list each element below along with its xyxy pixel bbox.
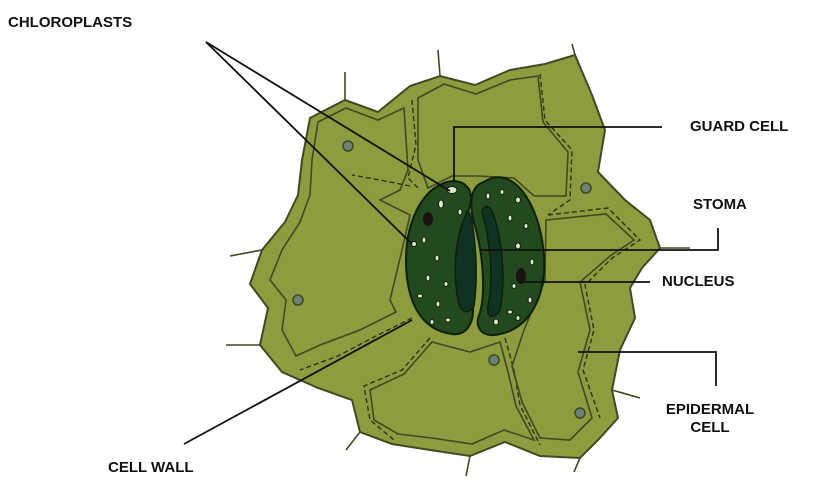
chloroplast	[530, 259, 534, 265]
chloroplast	[418, 294, 423, 298]
label-chloroplasts: CHLOROPLASTS	[8, 14, 132, 32]
chloroplast	[446, 318, 451, 322]
chloroplast	[412, 242, 417, 247]
chloroplast	[528, 297, 532, 303]
chloroplast	[430, 320, 434, 325]
chloroplast	[512, 284, 516, 289]
epidermal-nucleus	[293, 295, 303, 305]
label-epidermal-line2: CELL	[650, 419, 770, 437]
label-epidermal-cell: EPIDERMAL CELL	[650, 401, 770, 437]
guard-cell-nucleus	[423, 212, 433, 226]
label-cell-wall: CELL WALL	[108, 459, 194, 477]
chloroplast	[426, 275, 430, 281]
label-epidermal-line1: EPIDERMAL	[650, 401, 770, 419]
chloroplast	[508, 215, 512, 221]
chloroplast	[524, 224, 528, 229]
chloroplast	[516, 197, 521, 203]
epidermal-nucleus	[575, 408, 585, 418]
label-nucleus: NUCLEUS	[662, 273, 735, 291]
chloroplast	[435, 255, 439, 261]
label-guard-cell: GUARD CELL	[690, 118, 788, 136]
chloroplast	[500, 190, 504, 195]
chloroplast	[508, 310, 513, 314]
chloroplast	[516, 316, 520, 321]
label-stoma: STOMA	[693, 196, 747, 214]
epidermal-nucleus	[581, 183, 591, 193]
chloroplast	[436, 301, 440, 307]
chloroplast	[439, 200, 444, 208]
chloroplast	[516, 243, 521, 249]
epidermal-nucleus	[489, 355, 499, 365]
chloroplast	[444, 282, 448, 287]
chloroplast	[458, 209, 462, 215]
epidermal-nucleus	[343, 141, 353, 151]
chloroplast	[422, 237, 426, 243]
chloroplast	[486, 193, 490, 199]
chloroplast	[494, 319, 499, 325]
